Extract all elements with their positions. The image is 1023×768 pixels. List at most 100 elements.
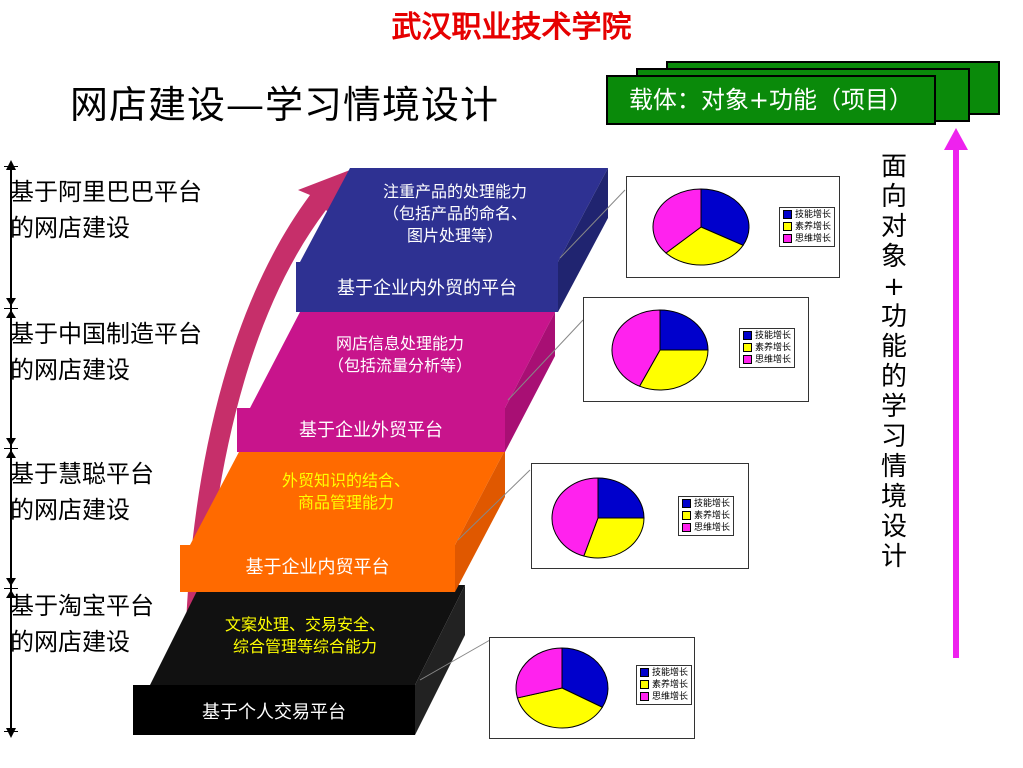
vertical-arrow — [944, 128, 968, 658]
pie-legend: 技能增长素养增长思维增长 — [779, 207, 836, 247]
ability-line: 图片处理等） — [406, 226, 503, 245]
level-label-line: 的网店建设 — [10, 628, 130, 656]
platform-text-made-in-china: 基于企业外贸平台 — [299, 420, 443, 441]
pie-slice-skill — [597, 477, 645, 519]
arrow-shaft — [953, 148, 959, 658]
ability-line: （包括产品的命名、 — [382, 204, 527, 223]
legend-label: 技能增长 — [795, 210, 832, 220]
level-label-line: 的网店建设 — [10, 214, 130, 242]
legend-swatch — [743, 355, 752, 364]
axis-arrowheads — [6, 160, 16, 738]
legend-swatch — [682, 499, 691, 508]
ability-text-alibaba: 注重产品的处理能力 （包括产品的命名、 图片处理等） — [350, 181, 560, 247]
ability-text-hc360: 外贸知识的结合、 商品管理能力 — [246, 470, 446, 514]
ability-line: 注重产品的处理能力 — [382, 182, 527, 201]
pie-slice-thinking — [611, 309, 661, 387]
vertical-char: 功 — [880, 302, 907, 332]
ability-text-taobao: 文案处理、交易安全、 综合管理等综合能力 — [195, 614, 415, 658]
legend-entry: 素养增长 — [640, 679, 688, 691]
vertical-char: 学 — [880, 392, 907, 422]
legend-label: 思维增长 — [755, 355, 792, 365]
level-label-line: 的网店建设 — [10, 356, 130, 384]
pie-slice-skill — [659, 309, 709, 351]
platform-text-taobao: 基于个人交易平台 — [202, 702, 346, 723]
legend-entry: 素养增长 — [743, 342, 791, 354]
legend-swatch — [783, 234, 792, 243]
legend-swatch — [640, 680, 649, 689]
vertical-char: 情 — [880, 452, 907, 482]
legend-swatch — [682, 511, 691, 520]
vertical-char: 习 — [880, 422, 907, 452]
ability-line: 外贸知识的结合、 — [281, 471, 410, 490]
platform-text-alibaba: 基于企业内外贸的平台 — [337, 278, 517, 299]
ability-line: 综合管理等综合能力 — [232, 637, 377, 656]
legend-label: 素养增长 — [694, 511, 731, 521]
legend-swatch — [682, 523, 691, 532]
legend-swatch — [783, 210, 792, 219]
legend-entry: 技能增长 — [743, 330, 791, 342]
level-label-hc360: 基于慧聪平台 的网店建设 — [10, 456, 154, 528]
legend-label: 素养增长 — [795, 222, 832, 232]
step-top-alibaba — [300, 168, 608, 262]
connector-line — [457, 469, 531, 541]
vertical-char: 境 — [880, 482, 907, 512]
pie-slice-literacy — [638, 349, 709, 391]
level-label-taobao: 基于淘宝平台 的网店建设 — [10, 588, 154, 660]
legend-entry: 技能增长 — [682, 498, 730, 510]
ability-text-made-in-china: 网店信息处理能力 （包括流量分析等） — [300, 333, 500, 377]
school-name: 武汉职业技术学院 — [391, 10, 632, 45]
step-side-made-in-china — [505, 312, 555, 452]
legend-label: 思维增长 — [694, 523, 731, 533]
axis-tick — [4, 308, 18, 309]
legend-entry: 素养增长 — [783, 221, 831, 233]
legend-swatch — [640, 668, 649, 677]
step-front-alibaba — [296, 262, 558, 312]
pie-slice-thinking — [652, 188, 702, 254]
vertical-char: 象 — [880, 242, 907, 272]
pie-legend: 技能增长素养增长思维增长 — [739, 328, 796, 368]
pie-box-alibaba: 技能增长素养增长思维增长 — [626, 176, 840, 278]
level-label-made-in-china: 基于中国制造平台 的网店建设 — [10, 316, 202, 388]
legend-entry: 思维增长 — [682, 522, 730, 534]
vertical-char: 向 — [880, 182, 907, 212]
ability-line: 文案处理、交易安全、 — [224, 615, 385, 634]
vertical-char: 面 — [880, 152, 907, 182]
step-front-hc360 — [180, 545, 455, 592]
ability-line: 网店信息处理能力 — [335, 334, 464, 353]
legend-entry: 思维增长 — [743, 354, 791, 366]
level-label-line: 基于中国制造平台 — [10, 320, 202, 348]
pie-chart — [652, 188, 750, 266]
pie-slice-literacy — [665, 226, 744, 266]
ability-line: （包括流量分析等） — [327, 356, 472, 375]
level-label-alibaba: 基于阿里巴巴平台 的网店建设 — [10, 174, 202, 246]
vertical-char: 对 — [880, 212, 907, 242]
level-label-line: 的网店建设 — [10, 496, 130, 524]
legend-entry: 思维增长 — [640, 691, 688, 703]
legend-swatch — [743, 331, 752, 340]
legend-entry: 素养增长 — [682, 510, 730, 522]
legend-label: 素养增长 — [755, 343, 792, 353]
legend-entry: 思维增长 — [783, 233, 831, 245]
pie-chart — [551, 477, 645, 559]
page-title: 网店建设—学习情境设计 — [70, 83, 500, 127]
legend-entry: 技能增长 — [640, 667, 688, 679]
step-top-hc360 — [190, 450, 505, 545]
legend-entry: 技能增长 — [783, 209, 831, 221]
step-side-hc360 — [455, 450, 505, 592]
legend-label: 素养增长 — [652, 680, 689, 690]
vertical-caption: 面向对象+功能的学习情境设计 — [874, 152, 914, 572]
connector-line — [559, 189, 626, 259]
legend-swatch — [640, 692, 649, 701]
pie-slice-literacy — [583, 517, 645, 559]
left-axis-line — [10, 166, 12, 732]
legend-swatch — [743, 343, 752, 352]
axis-tick — [4, 588, 18, 589]
vertical-char: 设 — [880, 512, 907, 542]
vertical-char: + — [883, 272, 905, 302]
step-side-taobao — [415, 585, 465, 735]
step-side-alibaba — [558, 168, 608, 312]
step-front-taobao — [133, 685, 415, 735]
carrier-banner: 载体：对象+功能（项目） — [606, 61, 1000, 127]
axis-tick — [4, 448, 18, 449]
vertical-char: 计 — [880, 542, 907, 572]
